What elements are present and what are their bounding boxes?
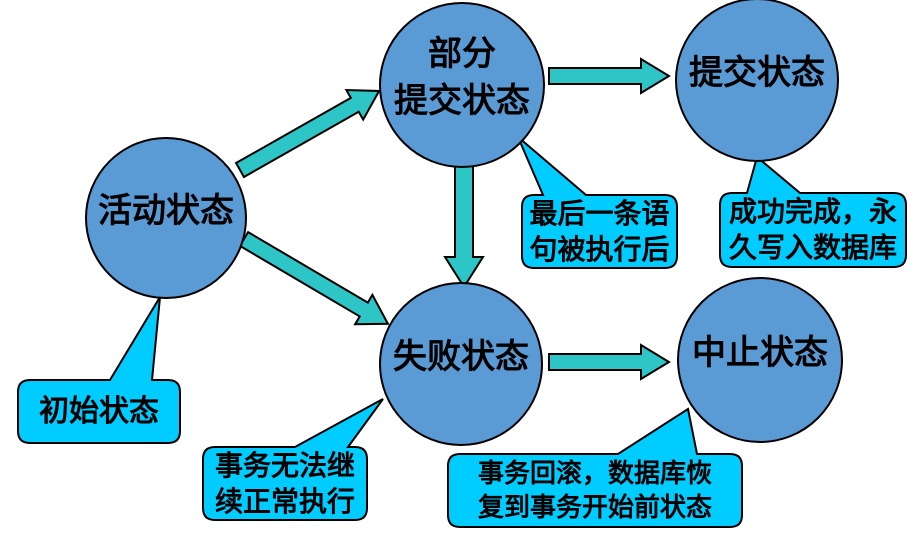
node-failed-label: 失败状态 — [380, 276, 542, 438]
callout-last-statement-bubble — [517, 136, 678, 269]
callout-rollback-restore-line: 事务回滚，数据库恢 — [477, 458, 712, 489]
callout-initial-state-label: 初始状态 — [18, 380, 180, 443]
node-failed-label-line: 失败状态 — [393, 336, 529, 377]
node-partially-committed-label: 部分 提交状态 — [380, 0, 544, 160]
callout-success-written-line: 久写入数据库 — [728, 231, 897, 264]
node-aborted-label-line: 中止状态 — [692, 332, 828, 373]
node-active-circle — [85, 137, 247, 299]
callout-rollback-restore-label: 事务回滚，数据库恢 复到事务开始前状态 — [448, 454, 742, 527]
node-active-label-line: 活动状态 — [98, 190, 234, 231]
callout-cannot-continue-line: 事务无法继 — [214, 448, 355, 482]
callout-rollback-restore-bubble — [447, 407, 743, 528]
callout-rollback-restore-line: 复到事务开始前状态 — [477, 492, 712, 523]
node-failed-circle — [379, 282, 543, 446]
callout-cannot-continue-line: 续正常执行 — [214, 484, 355, 518]
node-active-label: 活动状态 — [86, 131, 246, 291]
callout-cannot-continue-bubble — [202, 398, 384, 521]
arrow-partially-committed-to-committed — [548, 57, 671, 95]
arrow-partially-committed-to-failed — [443, 161, 485, 289]
node-partially-committed-label-line: 提交状态 — [394, 81, 530, 121]
callout-last-statement-label: 最后一条语 句被执行后 — [522, 195, 677, 268]
callout-cannot-continue-label: 事务无法继 续正常执行 — [203, 447, 367, 520]
callout-success-written-label: 成功完成，永 久写入数据库 — [720, 193, 906, 267]
callout-success-written-bubble — [719, 155, 907, 268]
callout-initial-state-bubble — [17, 296, 181, 444]
node-aborted-label: 中止状态 — [678, 271, 842, 435]
node-committed-label: 提交状态 — [676, 0, 838, 154]
callout-initial-state-line: 初始状态 — [39, 393, 159, 429]
node-committed-circle — [675, 0, 839, 162]
callout-last-statement-line: 句被执行后 — [529, 232, 670, 266]
node-committed-label-line: 提交状态 — [689, 52, 825, 93]
callout-success-written-line: 成功完成，永 — [728, 195, 897, 228]
callout-last-statement-line: 最后一条语 — [529, 196, 670, 230]
node-partially-committed-label-line: 部分 — [428, 34, 496, 74]
arrow-failed-to-aborted — [548, 343, 671, 381]
arrow-active-to-partially-committed — [234, 88, 381, 179]
node-partially-committed-circle — [379, 2, 545, 168]
arrow-active-to-failed — [238, 230, 390, 326]
node-aborted-circle — [677, 277, 843, 443]
